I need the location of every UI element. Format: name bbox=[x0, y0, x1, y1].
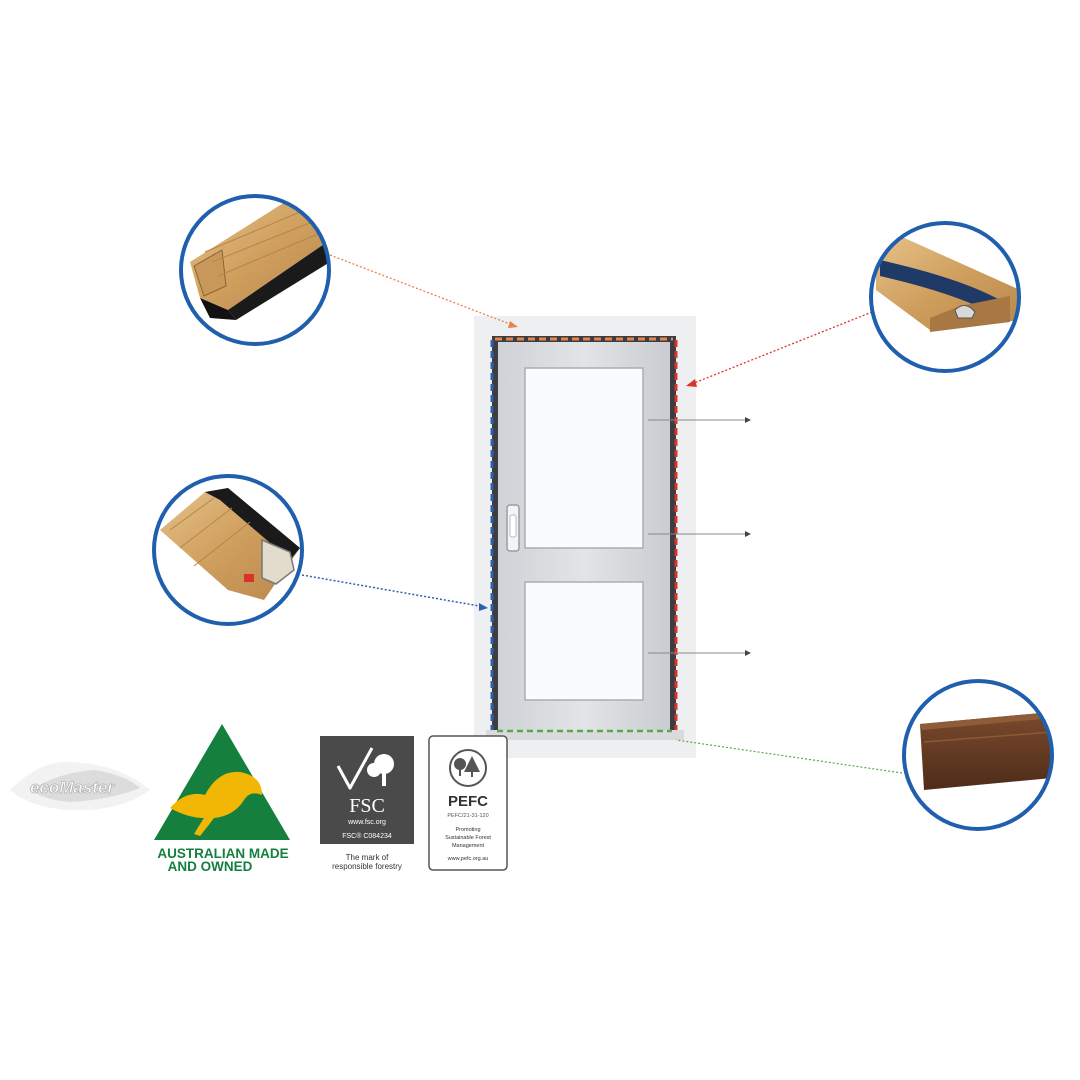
door-assembly bbox=[474, 316, 696, 758]
ecomaster-logo: ecoMaster bbox=[10, 761, 150, 811]
leader-latch-seal bbox=[688, 311, 873, 386]
upper-glass-panel bbox=[524, 367, 644, 549]
fsc-url: www.fsc.org bbox=[347, 819, 386, 826]
fsc-logo: FSC www.fsc.org FSC® C084234 The mark of… bbox=[320, 736, 414, 871]
pefc-name: PEFC bbox=[448, 793, 488, 810]
pefc-code: PEFC/21-31-120 bbox=[447, 813, 488, 819]
callout-hinge-side-seal bbox=[152, 474, 304, 626]
lower-glass-panel bbox=[524, 581, 644, 701]
door-handle bbox=[506, 504, 520, 552]
australian-made-logo: AUSTRALIAN MADE AND OWNED bbox=[154, 724, 290, 874]
leader-lines bbox=[301, 254, 903, 774]
pefc-logo: PEFC PEFC/21-31-120 Promoting Sustainabl… bbox=[428, 735, 508, 871]
pefc-trees-icon bbox=[449, 749, 487, 787]
callout-door-bottom-seal bbox=[902, 679, 1054, 831]
ecomaster-logo-text: ecoMaster bbox=[30, 778, 115, 797]
threshold-sill bbox=[486, 730, 684, 740]
pefc-tagline-3: Management bbox=[452, 843, 485, 849]
fsc-tagline-1: The mark of bbox=[346, 853, 389, 862]
leader-bottom-seal bbox=[675, 739, 903, 774]
fsc-name: FSC bbox=[349, 795, 385, 817]
fsc-tree-check-icon bbox=[336, 747, 394, 790]
leader-top-seal bbox=[329, 254, 516, 327]
fsc-license: FSC® C084234 bbox=[342, 832, 392, 840]
pefc-tagline-2: Sustainable Forest bbox=[445, 835, 491, 841]
pefc-url: www.pefc.org.au bbox=[447, 856, 489, 862]
pefc-tagline-1: Promoting bbox=[455, 827, 480, 833]
australian-made-line1: AUSTRALIAN MADE bbox=[157, 846, 288, 861]
fsc-tagline-2: responsible forestry bbox=[332, 862, 402, 871]
australian-made-line2: AND OWNED bbox=[168, 859, 253, 874]
callout-top-jamb-seal bbox=[179, 194, 331, 346]
callout-latch-side-seal bbox=[869, 221, 1021, 373]
leader-hinge-seal bbox=[301, 574, 486, 608]
